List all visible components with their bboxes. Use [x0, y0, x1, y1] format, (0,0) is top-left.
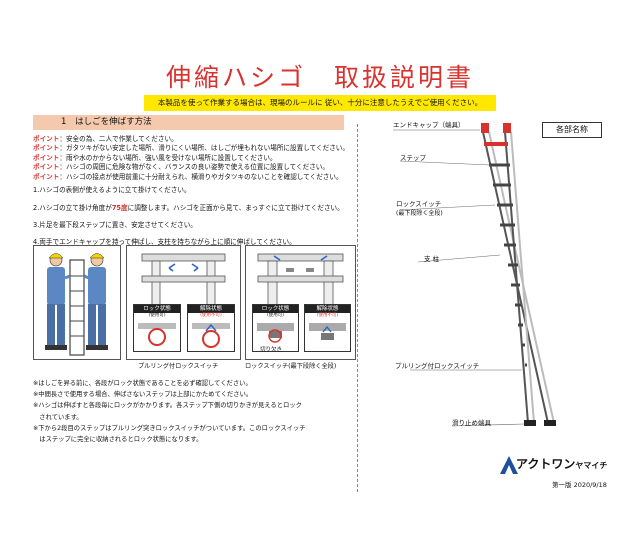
foot-right-icon: [544, 420, 556, 426]
safety-notice: 本製品を使って作業する場合は、現場のルールに 従い、十分に注意したうえでご使用く…: [144, 95, 496, 111]
section-number: 1: [61, 117, 67, 127]
ladder-top-icon: [141, 253, 226, 306]
workers-illustration: [33, 245, 121, 360]
brand-logo-icon: [500, 456, 518, 474]
label-lock-switch: ロックスイッチ: [396, 200, 442, 208]
ladder-step-icon: [257, 253, 344, 306]
notch-label: 切り欠き: [260, 347, 283, 353]
caption-lowest: ロックスイッチ(最下段除く全段): [245, 363, 337, 370]
point-item: ポイント：ハシゴの周囲に危険な物がなく、バランスの良い姿勢で使える位置に設置して…: [33, 163, 329, 172]
brand-name: アクトワンヤマイチ: [516, 457, 608, 471]
notes-list: ※はしごを昇る前に、各段がロック状態であることを必ず確認してください。 ※中間長…: [33, 378, 353, 445]
point-item: ポイント：安全の為、二人で作業してください。: [33, 135, 178, 143]
lock-state-panel: ロック状態 (使用可): [133, 304, 181, 352]
point-item: ポイント：ガタツキがない安定した場所、滑りにくい場所、はしごが埋もれない場所に設…: [33, 144, 349, 153]
step-4: 4.両手でエンドキャップを持って伸ばし、支柱を持ちながら上に順に伸ばしてください…: [33, 238, 296, 246]
note-item: ※はしごを昇る前に、各段がロック状態であることを必ず確認してください。: [33, 380, 252, 387]
label-end-cap: エンドキャップ（端具）: [393, 121, 465, 129]
foot-left-icon: [524, 420, 536, 426]
page-title: 伸縮ハシゴ 取扱説明書: [165, 63, 474, 92]
point-item: ポイント：雨や水のかからない場所、強い風を受けない場所に設置してください。: [33, 153, 277, 162]
section-title: はしごを伸ばす方法: [75, 117, 152, 127]
parts-title: 各部名称: [542, 122, 602, 138]
label-step: ステップ: [400, 154, 426, 162]
note-item: はステップに完全に収納されるとロック状態になります。: [33, 436, 203, 444]
label-anti-slip: 滑り止め端具: [452, 419, 491, 427]
unlock-ring-icon: [192, 323, 230, 348]
lock-switch-figure: ロック状態 (使用可) 解除状態 (使用不可) 切り欠き: [245, 245, 356, 360]
switch-locked-icon: [257, 323, 294, 343]
end-cap-right-icon: [503, 123, 511, 133]
step-1: 1.ハシゴの表側が使えるように立て掛けてください。: [33, 186, 191, 194]
points-list: ポイント：安全の為、二人で作業してください。 ポイント：ガタツキがない安定した場…: [33, 135, 353, 182]
column-divider: [357, 124, 358, 492]
label-pullring-switch: プルリング付ロックスイッチ: [395, 362, 480, 370]
note-item: ※中間長さで使用する場合、伸ばさないステップは上部にかためてください。: [33, 391, 253, 399]
top-step-icon: [484, 142, 508, 146]
lock-ring-icon: [138, 323, 176, 346]
switch-unlocked-icon: [309, 323, 346, 340]
step-3: 3.片足を最下段ステップに置き、安定させてください。: [33, 221, 197, 229]
workers-icon: [45, 253, 108, 356]
note-item: されています。: [33, 413, 83, 421]
unlock-state-panel: 解除状態 (使用不可): [187, 304, 235, 352]
point-item: ポイント：ハシゴの接点が使用前重に十分耐えられ、横滑りやガタツキのないことを確認…: [33, 172, 343, 181]
pullring-switch-figure: ロック状態 (使用可) 解除状態 (使用不可): [126, 245, 241, 360]
ladder-steps-icon: [489, 163, 527, 367]
step-2: 2.ハシゴの立て掛け角度が75度に調整します。ハシゴを正面から見て、まっすぐに立…: [33, 204, 344, 212]
edition-date: 第一版 2020/9/18: [552, 481, 607, 489]
note-item: ※ハシゴは伸ばすと各段毎にロックがかかります。各ステップ下側の切りかきが見えると…: [33, 402, 302, 410]
label-lock-switch-sub: (最下段除く全段): [396, 210, 443, 217]
label-pillar: 支 柱: [424, 255, 440, 263]
caption-pullring: プルリング付ロックスイッチ: [138, 363, 219, 370]
leader-lines: [393, 129, 525, 427]
note-item: ※下から2段目のステップはプルリング突きロックスイッチがついています。このロック…: [33, 424, 306, 432]
end-cap-left-icon: [481, 123, 489, 133]
section-header: 1 はしごを伸ばす方法: [33, 115, 344, 130]
lock-state-panel-2: ロック状態 (使用可): [252, 304, 299, 352]
unlock-state-panel-2: 解除状態 (使用不可): [304, 304, 351, 352]
